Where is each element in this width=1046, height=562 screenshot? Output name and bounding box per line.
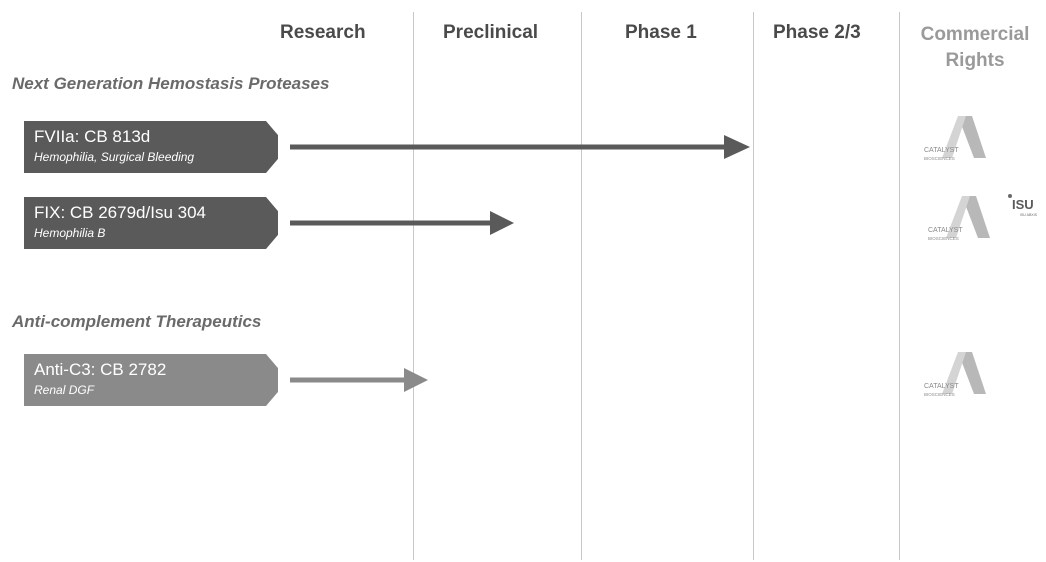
isu-logo-main: ISU — [1012, 197, 1034, 212]
program-box-fix: FIX: CB 2679d/Isu 304 Hemophilia B — [24, 197, 278, 249]
section-title-hemostasis: Next Generation Hemostasis Proteases — [12, 74, 330, 93]
commercial-header-line1: Commercial — [920, 24, 1030, 45]
column-header-research: Research — [280, 22, 366, 43]
column-header-phase23: Phase 2/3 — [773, 22, 861, 43]
program-indication: Renal DGF — [34, 383, 95, 397]
program-box-fviia: FVIIa: CB 813d Hemophilia, Surgical Blee… — [24, 121, 278, 173]
section-title-anti-complement: Anti-complement Therapeutics — [12, 312, 262, 331]
catalyst-logo-line1: CATALYST — [924, 147, 959, 154]
isu-abxis-logo: ISU ISU ABXIS — [1008, 194, 1038, 217]
column-header-commercial-rights: Commercial Rights — [910, 22, 1040, 74]
catalyst-logo-line2: BIOSCIENCES — [924, 392, 955, 397]
divider-phase1-phase23 — [753, 12, 754, 560]
divider-phase23-commercial — [899, 12, 900, 560]
column-header-preclinical: Preclinical — [443, 22, 539, 43]
divider-preclinical-phase1 — [581, 12, 582, 560]
column-header-phase1: Phase 1 — [625, 22, 697, 43]
program-box-shape — [24, 197, 278, 249]
catalyst-logo-line1: CATALYST — [928, 227, 963, 234]
catalyst-logo: CATALYST BIOSCIENCES — [928, 196, 990, 241]
catalyst-logo-line2: BIOSCIENCES — [928, 236, 959, 241]
program-indication: Hemophilia, Surgical Bleeding — [34, 150, 195, 164]
program-name: FVIIa: CB 813d — [34, 127, 151, 146]
catalyst-logo-line1: CATALYST — [924, 383, 959, 390]
program-box-shape — [24, 354, 278, 406]
commercial-header-line2: Rights — [945, 50, 1005, 71]
program-box-anti-c3: Anti-C3: CB 2782 Renal DGF — [24, 354, 278, 406]
catalyst-logo: CATALYST BIOSCIENCES — [924, 352, 986, 397]
divider-research-preclinical — [413, 12, 414, 560]
program-indication: Hemophilia B — [34, 226, 106, 240]
isu-logo-sub: ISU ABXIS — [1020, 213, 1038, 217]
program-name: FIX: CB 2679d/Isu 304 — [34, 203, 206, 222]
program-name: Anti-C3: CB 2782 — [34, 360, 167, 379]
catalyst-logo-line2: BIOSCIENCES — [924, 156, 955, 161]
catalyst-logo: CATALYST BIOSCIENCES — [924, 116, 986, 161]
program-box-shape — [24, 121, 278, 173]
